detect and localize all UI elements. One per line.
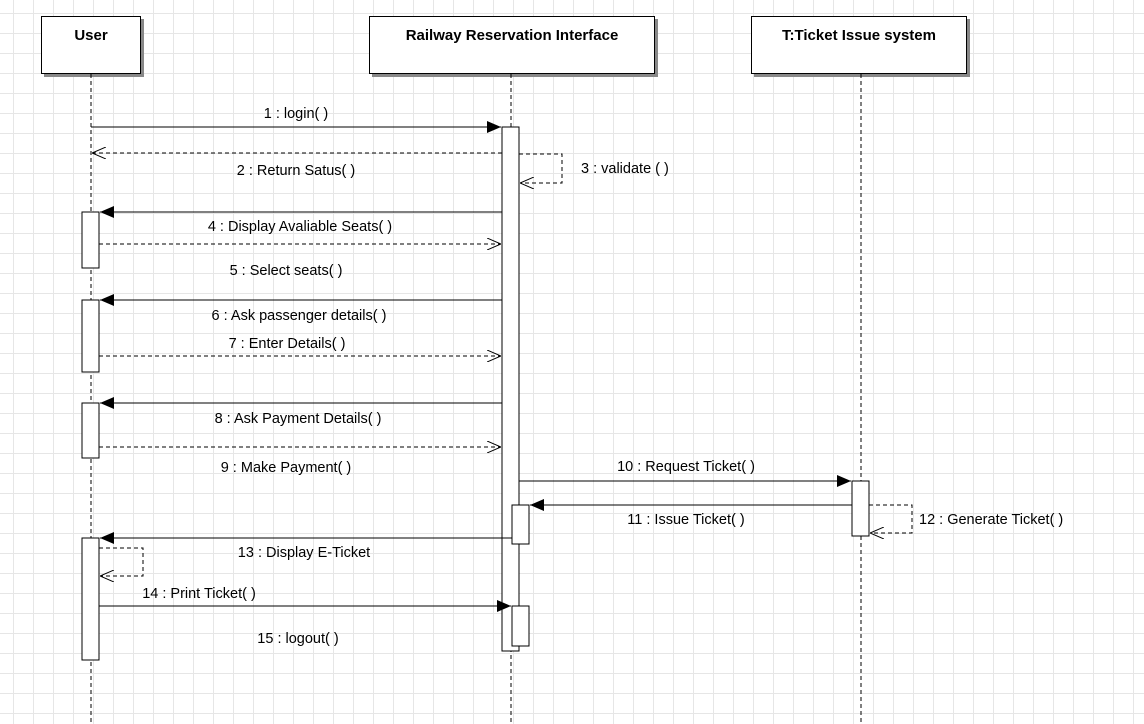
message-arrow-12[interactable] <box>869 504 913 533</box>
message-label-1: 1 : login( ) <box>264 106 328 122</box>
message-label-12: 12 : Generate Ticket( ) <box>919 512 1063 528</box>
activation-bar-user-2[interactable] <box>81 299 100 373</box>
activation-bar-user-1[interactable] <box>81 211 100 269</box>
activation-bar-user-4[interactable] <box>81 537 100 661</box>
message-label-14: 14 : Print Ticket( ) <box>142 586 256 602</box>
message-label-10: 10 : Request Ticket( ) <box>617 459 755 475</box>
lifeline-head-user[interactable]: User <box>41 16 141 74</box>
activation-bar-user-3[interactable] <box>81 402 100 459</box>
message-label-11: 11 : Issue Ticket( ) <box>627 512 744 528</box>
message-arrow-3[interactable] <box>519 153 563 183</box>
message-label-9: 9 : Make Payment( ) <box>221 460 352 476</box>
message-label-6: 6 : Ask passenger details( ) <box>212 308 387 324</box>
lifeline-head-ticket-issue-system[interactable]: T:Ticket Issue system <box>751 16 967 74</box>
activation-bar-rri-main[interactable] <box>501 126 520 652</box>
message-label-5: 5 : Select seats( ) <box>230 263 343 279</box>
message-label-15: 15 : logout( ) <box>257 631 338 647</box>
message-label-3: 3 : validate ( ) <box>581 161 669 177</box>
activation-bar-rri-nested-2[interactable] <box>511 605 530 647</box>
message-label-8: 8 : Ask Payment Details( ) <box>215 411 382 427</box>
message-label-2: 2 : Return Satus( ) <box>237 163 355 179</box>
message-label-7: 7 : Enter Details( ) <box>229 336 346 352</box>
message-arrow-14[interactable] <box>99 547 144 576</box>
activation-bar-rri-nested-1[interactable] <box>511 504 530 545</box>
lifeline-head-railway-reservation-interface[interactable]: Railway Reservation Interface <box>369 16 655 74</box>
message-label-13: 13 : Display E-Ticket <box>238 545 370 561</box>
message-label-4: 4 : Display Avaliable Seats( ) <box>208 219 392 235</box>
activation-bar-tis[interactable] <box>851 480 870 537</box>
